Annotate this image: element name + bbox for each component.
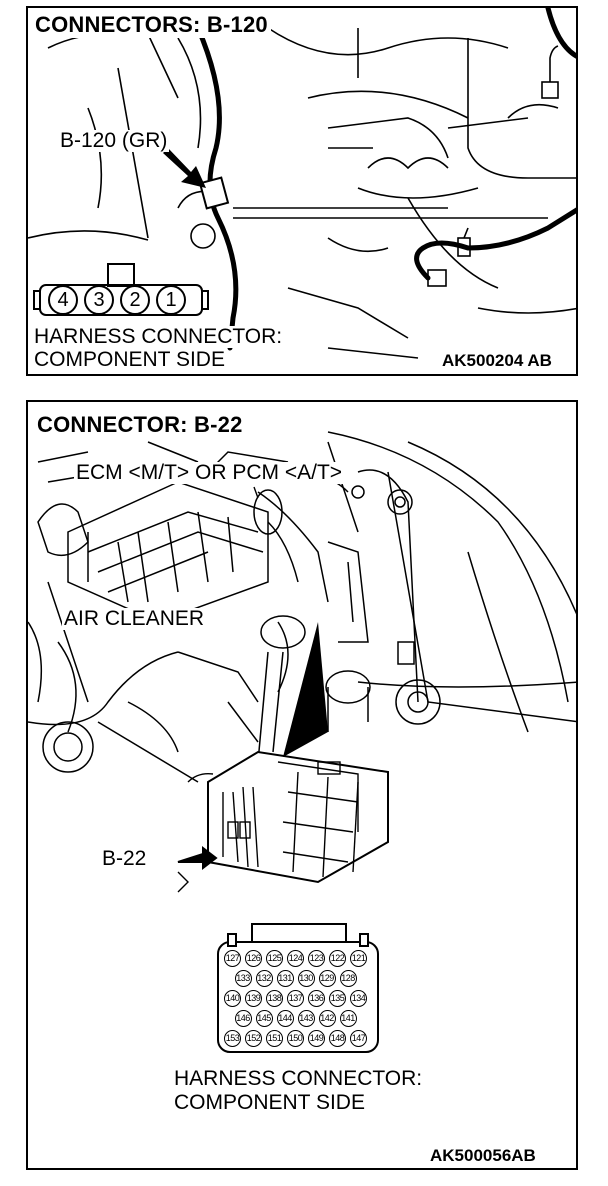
pin-1: 1 [156,285,186,315]
pin-4: 4 [48,285,78,315]
pin-123: 123 [308,950,325,967]
pin-146: 146 [234,1010,252,1027]
pin-153: 153 [224,1030,241,1047]
reference-code: AK500056AB [430,1146,536,1165]
pin-142: 142 [318,1010,336,1027]
pin-149: 149 [308,1030,325,1047]
pin-2: 2 [120,285,150,315]
pin-136: 136 [308,990,325,1007]
pin-147: 147 [350,1030,367,1047]
pin-121: 121 [350,950,367,967]
connector-b120-panel: CONNECTORS: B-120 B-120 (GR) 4 3 2 1 HAR… [26,6,578,376]
pin-124: 124 [287,950,304,967]
pin-125: 125 [266,950,283,967]
harness-caption-line1: HARNESS CONNECTOR: [32,325,285,348]
harness-caption-line1: HARNESS CONNECTOR: [172,1067,425,1090]
air-cleaner-label: AIR CLEANER [62,607,207,630]
pin-122: 122 [329,950,346,967]
pin-132: 132 [255,970,273,987]
connector-callout-label: B-120 (GR) [58,129,170,152]
pin-137: 137 [287,990,304,1007]
pin-145: 145 [255,1010,273,1027]
reference-code: AK500204 AB [442,351,552,370]
pin-141: 141 [339,1010,357,1027]
pin-129: 129 [318,970,336,987]
engine-bay-drawing-b22 [28,431,576,1053]
pin-140: 140 [224,990,241,1007]
pin-150: 150 [287,1030,304,1047]
panel-title: CONNECTORS: B-120 [32,12,271,38]
pin-144: 144 [276,1010,294,1027]
module-label: ECM <M/T> OR PCM <A/T> [74,461,345,484]
pin-130: 130 [297,970,315,987]
harness-caption-line2: COMPONENT SIDE [32,348,227,371]
pin-152: 152 [245,1030,262,1047]
pin-135: 135 [329,990,346,1007]
pin-131: 131 [276,970,294,987]
harness-caption-line2: COMPONENT SIDE [172,1091,367,1114]
engine-bay-drawing-b120 [28,8,576,359]
connector-callout-label: B-22 [100,847,149,870]
pin-148: 148 [329,1030,346,1047]
pin-127: 127 [224,950,241,967]
pin-138: 138 [266,990,283,1007]
panel-title: CONNECTOR: B-22 [34,412,246,438]
pin-3: 3 [84,285,114,315]
pin-143: 143 [297,1010,315,1027]
pin-133: 133 [234,970,252,987]
pin-134: 134 [350,990,367,1007]
pin-128: 128 [339,970,357,987]
pin-139: 139 [245,990,262,1007]
pin-151: 151 [266,1030,283,1047]
pin-126: 126 [245,950,262,967]
connector-b22-panel: CONNECTOR: B-22 ECM <M/T> OR PCM <A/T> A… [26,400,578,1170]
